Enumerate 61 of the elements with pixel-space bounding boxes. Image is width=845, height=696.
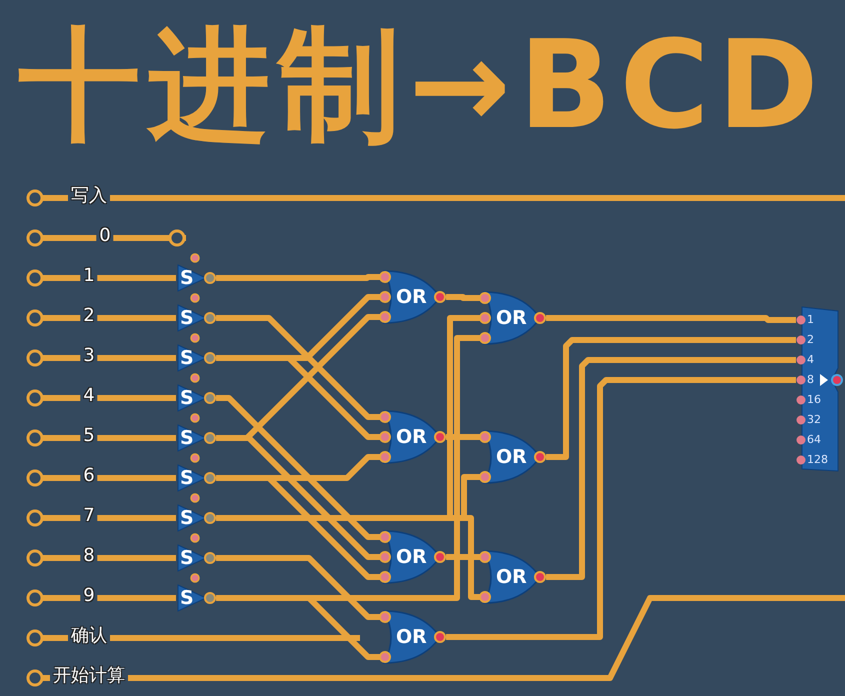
wire <box>546 315 796 323</box>
bit-label: 1 <box>807 313 814 327</box>
gate-label: OR <box>396 286 427 308</box>
gate-label: OR <box>496 307 527 329</box>
wire <box>154 555 176 561</box>
pin-label: 开始计算 <box>50 665 128 687</box>
wire <box>154 595 845 681</box>
bit-label: 8 <box>807 373 814 387</box>
bit-label: 16 <box>807 393 821 407</box>
switch-gate <box>176 304 216 332</box>
gate-label: S <box>180 507 194 529</box>
wire <box>446 294 480 301</box>
gate-label: OR <box>396 546 427 568</box>
bit-label: 128 <box>807 453 828 467</box>
bit-label: 4 <box>807 353 814 367</box>
wire <box>154 195 845 201</box>
wire <box>446 377 796 640</box>
wire <box>446 554 480 560</box>
binary-display <box>796 306 845 472</box>
wire <box>154 475 176 481</box>
switch-gate <box>176 544 216 572</box>
gate-label: OR <box>396 626 427 648</box>
bit-label: 2 <box>807 333 814 347</box>
gate-label: OR <box>496 446 527 468</box>
gate-label: S <box>180 267 194 289</box>
gate-label: S <box>180 467 194 489</box>
wire <box>154 315 176 321</box>
gate-label: S <box>180 387 194 409</box>
wire <box>216 315 380 420</box>
wire <box>154 515 176 521</box>
switch-gate <box>176 344 216 372</box>
wire <box>446 434 480 440</box>
bit-label: 32 <box>807 413 821 427</box>
gate-label: OR <box>496 566 527 588</box>
wire <box>216 555 380 620</box>
wire <box>154 395 176 401</box>
wire <box>546 357 796 580</box>
wire <box>154 595 176 601</box>
pin-label: 写入 <box>68 185 110 207</box>
gate-label: OR <box>396 426 427 448</box>
switch-gate <box>176 384 216 412</box>
wire <box>154 355 176 361</box>
gate-label: S <box>180 427 194 449</box>
wire <box>154 435 176 441</box>
wire <box>546 337 796 460</box>
bit-label: 64 <box>807 433 821 447</box>
wire <box>154 635 360 641</box>
switch-gate <box>176 264 216 292</box>
wire <box>216 274 380 281</box>
switch-gate <box>176 424 216 452</box>
gate-label: S <box>180 547 194 569</box>
wire <box>216 395 380 540</box>
gate-label: S <box>180 347 194 369</box>
gate-label: S <box>180 307 194 329</box>
switch-gate <box>176 584 216 612</box>
wire <box>154 275 176 281</box>
pin-label: 确认 <box>68 625 110 647</box>
title: 十进制→BCD <box>17 13 828 158</box>
switch-gate <box>176 504 216 532</box>
gate-label: S <box>180 587 194 609</box>
switch-gate <box>176 464 216 492</box>
